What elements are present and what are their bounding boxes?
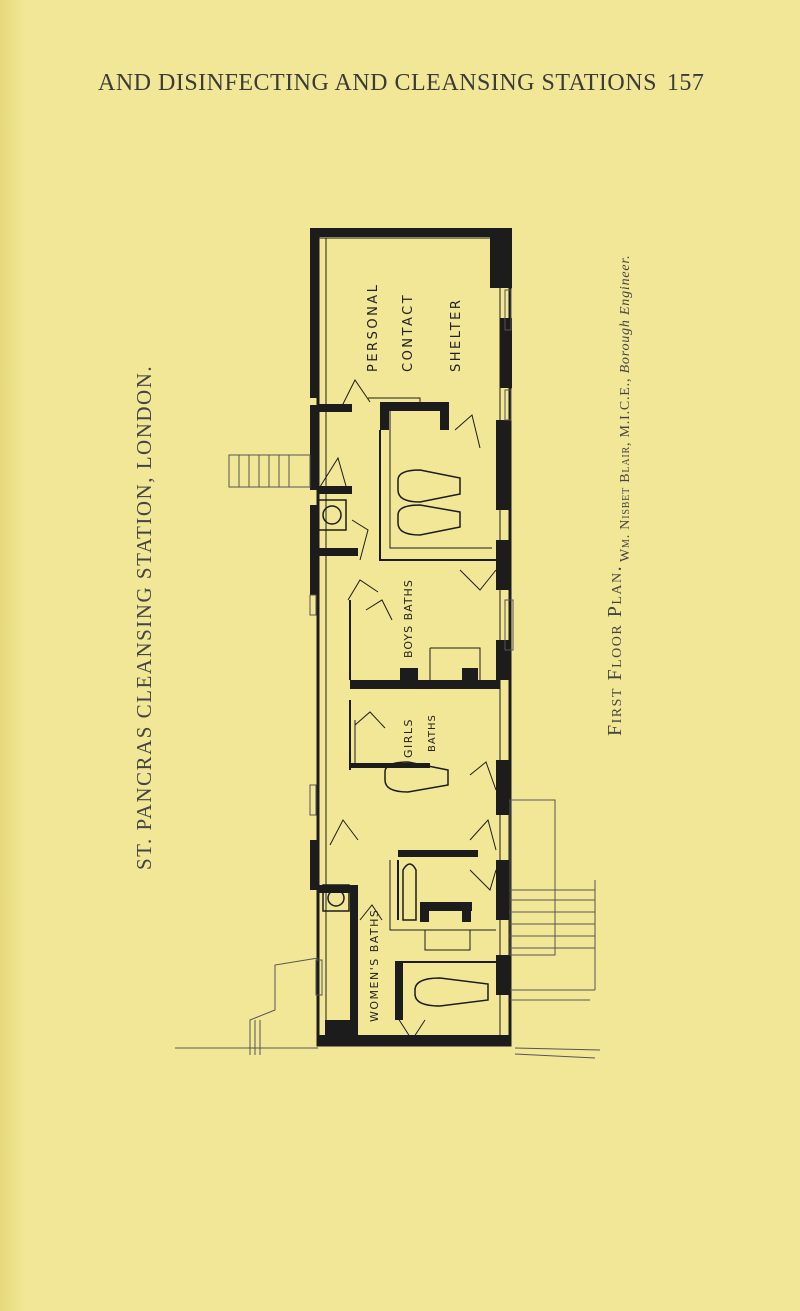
lower-left-steps (175, 957, 601, 1059)
label-shelter: SHELTER (449, 298, 464, 372)
label-contact: CONTACT (401, 293, 416, 372)
baths (384, 469, 489, 1007)
staircase-right (509, 799, 596, 1001)
wall-masses (310, 228, 512, 1045)
running-head: AND DISINFECTING AND CLEANSING STATIONS 1… (98, 70, 718, 97)
label-boys-baths: BOYS BATHS (402, 579, 415, 658)
label-womens-baths: WOMEN'S BATHS (368, 909, 381, 1022)
entrance-steps-left (228, 454, 311, 488)
window-reveals (309, 289, 514, 996)
running-head-text: AND DISINFECTING AND CLEANSING STATIONS (98, 70, 657, 96)
page-spine-shadow (0, 0, 26, 1311)
label-personal: PERSONAL (366, 283, 381, 372)
partitions (349, 397, 500, 963)
door-swings (317, 379, 497, 1041)
label-girls-baths: BATHS (427, 714, 438, 752)
page-number: 157 (666, 70, 705, 96)
wash-basins (317, 499, 350, 912)
label-girls: GIRLS (402, 718, 415, 758)
